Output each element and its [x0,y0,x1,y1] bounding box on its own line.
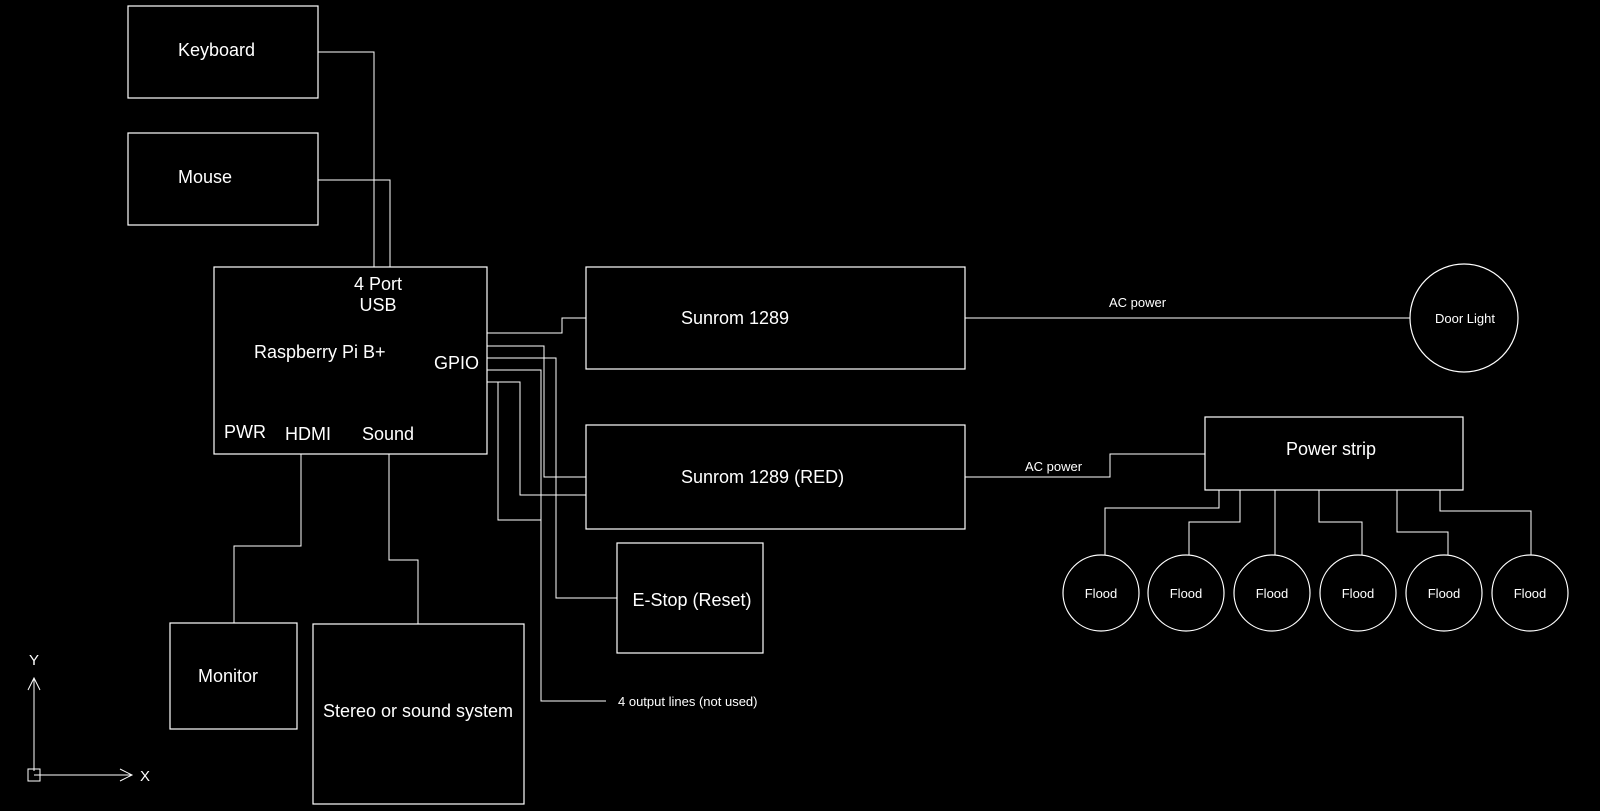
estop-label: E-Stop (Reset) [632,590,751,610]
flood-circle-5[interactable] [1405,554,1483,632]
sunrom-1289-red-box[interactable] [585,424,966,530]
gpio-estop-wire [487,357,617,599]
ucs-axis-icon: Y X [27,652,150,785]
sound-stereo-wire [388,454,419,624]
flood-wire-6 [1439,490,1532,555]
ac-power-strip-wire [965,453,1205,478]
flood-wire-2 [1188,490,1241,555]
power-strip-label: Power strip [1286,439,1376,459]
flood-wire-1 [1104,490,1220,555]
output-lines-label: 4 output lines (not used) [618,694,757,709]
pwr-label: PWR [224,422,266,442]
ucs-y-label: Y [29,652,39,669]
raspberry-pi-label: Raspberry Pi B+ [254,342,386,362]
gpio-aux-wire-2 [497,382,541,521]
stereo-label: Stereo or sound system [323,701,513,721]
monitor-label: Monitor [198,666,258,686]
mouse-box[interactable] [127,132,319,226]
keyboard-usb-wire [318,51,375,267]
hdmi-label: HDMI [285,424,331,444]
gpio-sunrom2-wire [487,345,586,478]
gpio-output-lines-wire [487,369,606,702]
flood-wire-5 [1396,490,1449,555]
estop-box[interactable] [616,542,764,654]
ucs-origin-square-icon [27,768,41,782]
sunrom-1289-red-label: Sunrom 1289 (RED) [681,467,844,487]
gpio-label: GPIO [434,353,479,373]
ucs-x-arrow-icon [119,768,134,782]
stereo-box[interactable] [312,623,525,805]
flood-circle-1[interactable] [1062,554,1140,632]
door-light-label: Door Light [1435,311,1495,326]
sunrom-1289-label: Sunrom 1289 [681,308,789,328]
flood-circle-2[interactable] [1147,554,1225,632]
raspberry-pi-box[interactable] [213,266,488,455]
monitor-box[interactable] [169,622,298,730]
flood-label-4: Flood [1342,586,1375,601]
flood-circle-3[interactable] [1233,554,1311,632]
flood-wire-4 [1318,490,1363,555]
flood-label-1: Flood [1085,586,1118,601]
gpio-aux-wire-1 [487,381,586,496]
hdmi-monitor-wire [233,454,302,623]
ucs-y-arrow-icon [27,676,41,691]
flood-label-3: Flood [1256,586,1289,601]
mouse-usb-wire [318,179,391,267]
gpio-sunrom1-wire [487,317,586,334]
mouse-label: Mouse [178,167,232,187]
ac-power-label-2: AC power [1025,459,1083,474]
flood-circle-4[interactable] [1319,554,1397,632]
keyboard-label: Keyboard [178,40,255,60]
flood-label-5: Flood [1428,586,1461,601]
sound-label: Sound [362,424,414,444]
flood-label-2: Flood [1170,586,1203,601]
ucs-x-label: X [140,768,150,785]
flood-label-6: Flood [1514,586,1547,601]
keyboard-box[interactable] [127,5,319,99]
sunrom-1289-box[interactable] [585,266,966,370]
usb-port-label-line2: USB [359,295,396,315]
usb-port-label-line1: 4 Port [354,274,402,294]
ac-power-label-1: AC power [1109,295,1167,310]
flood-circle-6[interactable] [1491,554,1569,632]
